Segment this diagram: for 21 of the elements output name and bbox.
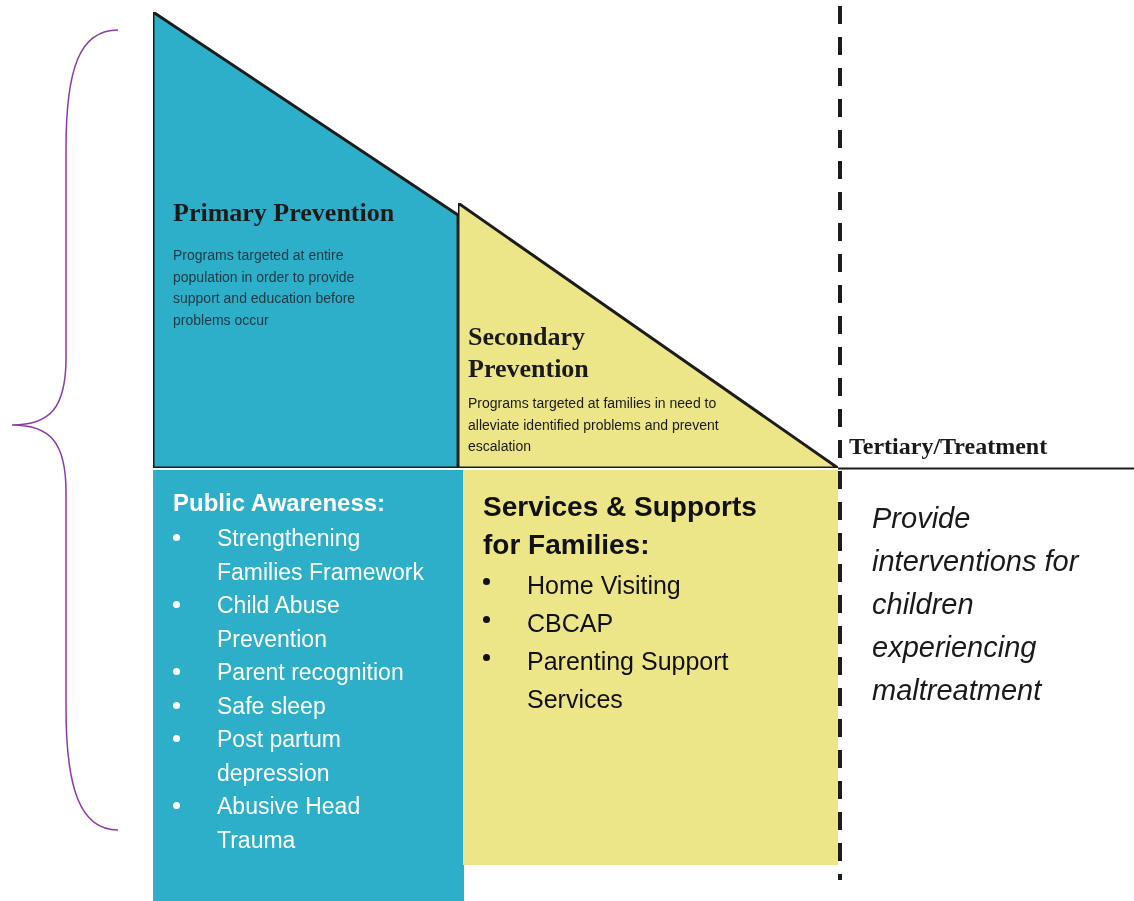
region-description: Programs targeted at entire population in order to provide support and education before problems occur <box>173 246 357 330</box>
prevention-region <box>153 12 458 468</box>
list-item: Parenting Support Services <box>527 646 730 715</box>
region-description: Programs targeted at families in need to alleviate identified problems and prevent escalation <box>468 394 720 456</box>
list-item: Abusive Head Trauma <box>217 792 362 855</box>
list-item: Safe sleep <box>217 691 327 721</box>
panel-heading: Public Awareness: <box>172 488 387 518</box>
list-panel <box>463 470 838 865</box>
list-item: CBCAP <box>527 608 615 639</box>
list-item: Parent recognition <box>217 658 405 687</box>
list-item: Home Visiting <box>527 570 682 601</box>
region-heading: Primary Prevention <box>173 197 396 229</box>
panel-heading: Services & Supports for Families: <box>482 490 758 562</box>
list-panel <box>153 470 464 901</box>
prevention-region <box>458 203 838 468</box>
list-item: Post partum depression <box>217 725 342 788</box>
region-heading: Secondary Prevention <box>468 321 590 385</box>
tier-description: Provide interventions for children experiencing maltreatment <box>872 501 1081 708</box>
list-item: Strengthening Families Framework <box>217 524 426 587</box>
tier-heading: Tertiary/Treatment <box>849 432 1048 461</box>
list-item: Child Abuse Prevention <box>217 591 341 654</box>
